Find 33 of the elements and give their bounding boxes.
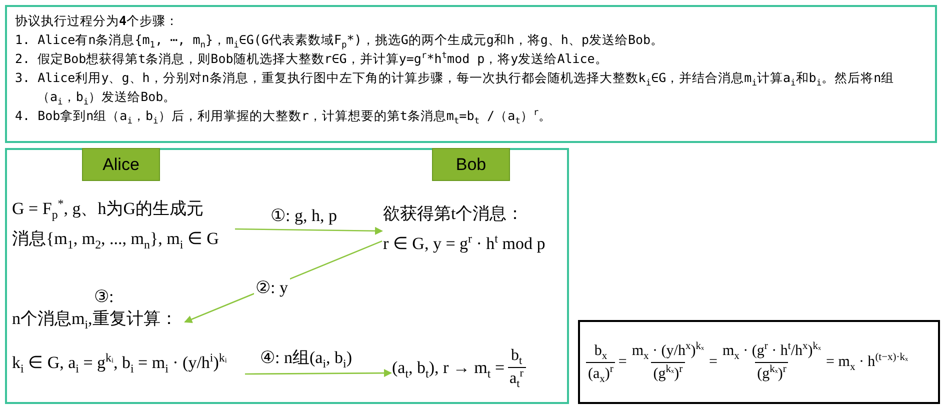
formula-text: = — [618, 353, 627, 372]
formula-text: G = F$_{p}$$^{*}$, g、h为G的生成元 — [12, 198, 205, 220]
fraction-numerator: b$_{x}$ — [593, 342, 608, 362]
panel-heading: 协议执行过程分为4个步骤： — [15, 12, 180, 30]
step-number: ③: — [93, 286, 115, 308]
fraction-denominator: (g$^{kₓ}$)$^{r}$ — [651, 362, 685, 384]
participant-box: Bob — [432, 148, 510, 181]
steps-panel — [5, 5, 937, 143]
fraction-numerator: b$_{t}$ — [510, 346, 524, 367]
edge-label: ④: n组(a$_{i}$, b$_{i}$) — [258, 348, 354, 368]
edge-label: ①: g, h, p — [268, 206, 339, 226]
fraction-numerator: m$_{x}$ · (g$^{r}$ · h$^{t}$/h$^{x}$)$^{kₓ}$ — [721, 340, 822, 362]
step-text: 2. 假定Bob想获得第t条消息，则Bob随机选择大整数r∈G，并计算y=g$^{r}$*h$^{t}$mod p，将y发送给Alice。 — [15, 50, 609, 68]
formula-text: r ∈ G, y = g$^{r}$ · h$^{t}$ mod p — [383, 233, 546, 255]
formula-text: n个消息m$_{i}$,重复计算： — [12, 308, 178, 330]
step-text: 4. Bob拿到n组（a$_{i}$，b$_{i}$）后，利用掌握的大整数r，计算想要的第t条消息m$_{t}$=b$_{t}$ /（a$_{t}$）$^{r}$。 — [15, 106, 553, 125]
fraction-numerator: m$_{x}$ · (y/h$^{x}$)$^{kₓ}$ — [630, 340, 706, 362]
fraction-denominator: (a$_{x}$)$^{r}$ — [586, 362, 616, 384]
formula-text: k$_{i}$ ∈ G, a$_{i}$ = g$^{kᵢ}$, b$_{i}$ = m$_{i}$ · (y/h$^{i}$)$^{kᵢ}$ — [12, 352, 228, 374]
formula-text: 欲获得第t个消息： — [383, 203, 525, 225]
formula-panel — [578, 320, 940, 404]
formula-text: = — [709, 353, 718, 372]
fraction-denominator: (g$^{kₓ}$)$^{r}$ — [755, 362, 788, 384]
arrow — [235, 226, 383, 235]
formula-text: = m$_{x}$ · h$^{(t−x)·kₓ}$ — [826, 351, 908, 373]
step-text: 1. Alice有n条消息{m$_{1}$, ⋯, m$_{n}$}，m$_{i}$∈G(G代表素数域F$_{p}$*)，挑选G的两个生成元g和h，将g、h、p发送给Bob。 — [15, 31, 665, 49]
formula-text: 消息{m$_{1}$, m$_{2}$, ..., m$_{n}$}, m$_{i}$ ∈ G — [12, 228, 220, 250]
step-text: 3. Alice利用y、g、h，分别对n条消息，重复执行图中左下角的计算步骤，每一次执行都会随机选择大整数k$_{i}$∈G，并结合消息m$_{i}$计算a$_{i}$和b$_{i}$。然后将n组（a$_{i}$，b$_{i}$）发送给Bob。 — [15, 69, 896, 106]
arrow — [245, 369, 392, 378]
edge-label: ②: y — [254, 278, 290, 298]
formula-text: (a$_{t}$, b$_{t}$), r → m$_{t}$ = — [392, 356, 505, 378]
participant-box: Alice — [82, 148, 160, 181]
diagram-panel — [5, 148, 569, 404]
